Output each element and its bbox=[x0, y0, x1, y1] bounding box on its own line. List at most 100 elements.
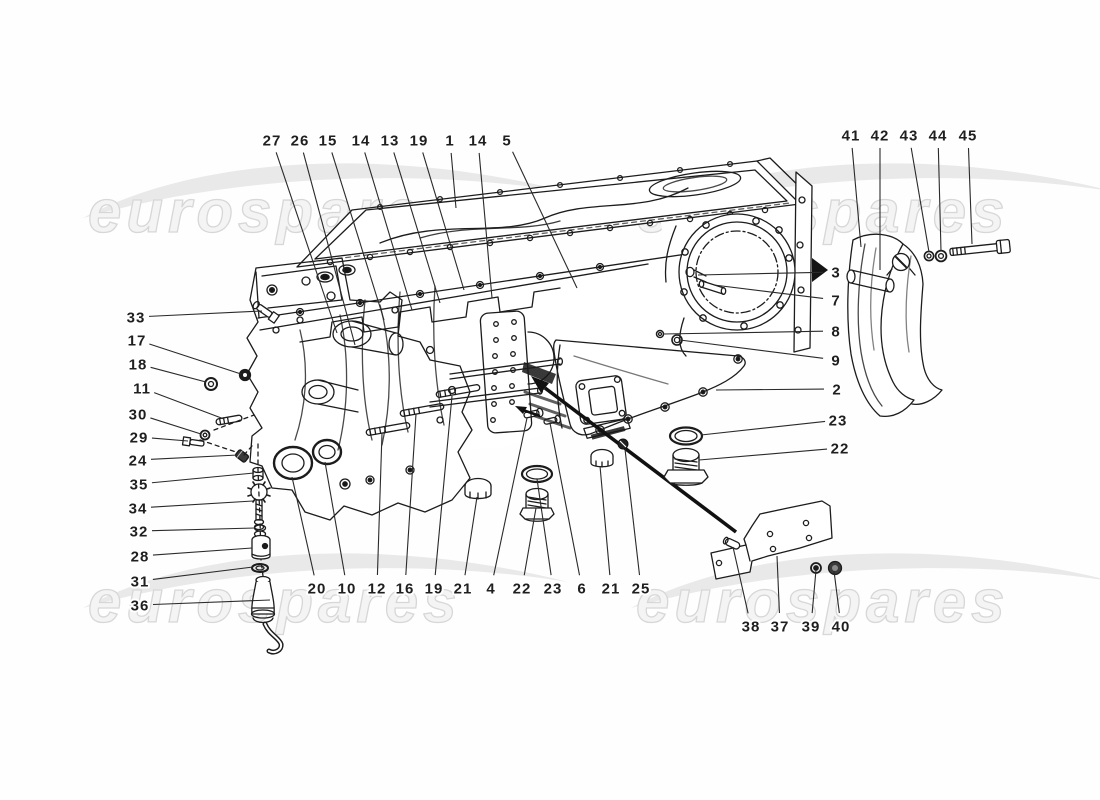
leader-line-35 bbox=[151, 472, 255, 484]
callout-38: 38 bbox=[742, 619, 761, 636]
leader-line-31 bbox=[152, 566, 254, 580]
callout-39: 39 bbox=[802, 619, 821, 636]
callout-15: 15 bbox=[319, 133, 338, 150]
leader-line-39 bbox=[811, 569, 817, 614]
callout-22: 22 bbox=[831, 441, 850, 458]
leader-line-34 bbox=[150, 500, 254, 508]
leader-line-15 bbox=[331, 152, 385, 321]
bolt-33 bbox=[252, 300, 280, 324]
plugs-and-seals bbox=[464, 426, 709, 522]
callout-41: 41 bbox=[842, 128, 861, 145]
leader-line-1 bbox=[450, 152, 457, 209]
callout-43: 43 bbox=[900, 128, 919, 145]
leader-line-37 bbox=[776, 555, 780, 614]
leader-line-9 bbox=[679, 339, 824, 359]
screw-4 bbox=[523, 407, 544, 419]
callout-8: 8 bbox=[831, 324, 840, 341]
leader-line-43 bbox=[910, 147, 930, 253]
callout-44: 44 bbox=[929, 128, 948, 145]
callout-25: 25 bbox=[632, 581, 651, 598]
pin-38 bbox=[722, 536, 741, 550]
callout-35: 35 bbox=[130, 477, 149, 494]
watermark-text: eurospares bbox=[636, 568, 1010, 635]
leader-line-22 bbox=[523, 507, 537, 576]
mounting-studs bbox=[365, 357, 564, 436]
bell-housing bbox=[664, 171, 828, 357]
callout-12: 12 bbox=[368, 581, 387, 598]
watermark: eurospares bbox=[631, 553, 1100, 636]
ring-31 bbox=[251, 563, 269, 573]
leader-line-25 bbox=[624, 448, 641, 576]
callout-40: 40 bbox=[832, 619, 851, 636]
callout-31: 31 bbox=[131, 574, 150, 591]
leader-line-8 bbox=[662, 330, 824, 335]
leader-line-22 bbox=[698, 448, 828, 461]
washer-44 bbox=[934, 249, 948, 263]
bolt-45 bbox=[949, 238, 1011, 257]
watermark-swoosh-icon bbox=[83, 163, 568, 218]
callout-7: 7 bbox=[831, 293, 840, 310]
callout-26: 26 bbox=[291, 133, 310, 150]
leader-line-21 bbox=[599, 465, 611, 576]
callout-10: 10 bbox=[338, 581, 357, 598]
leader-line-13 bbox=[393, 152, 441, 304]
callout-23: 23 bbox=[829, 413, 848, 430]
callout-36: 36 bbox=[131, 598, 150, 615]
leader-line-28 bbox=[152, 547, 253, 556]
leader-line-5 bbox=[512, 151, 578, 289]
leader-line-14 bbox=[364, 152, 413, 311]
stud-7 bbox=[698, 279, 727, 296]
callout-19: 19 bbox=[425, 581, 444, 598]
rail-bolt-bosses bbox=[295, 262, 605, 317]
leader-line-45 bbox=[967, 147, 973, 245]
leader-line-44 bbox=[937, 147, 942, 252]
speedo-gear-34 bbox=[247, 481, 271, 531]
callout-32: 32 bbox=[130, 524, 149, 541]
leader-line-24 bbox=[150, 454, 239, 460]
leader-line-40 bbox=[833, 570, 840, 614]
drawing-masses bbox=[247, 161, 942, 579]
callout-22: 22 bbox=[513, 581, 532, 598]
drain-plug-22b bbox=[519, 487, 555, 522]
leader-line-23 bbox=[536, 478, 552, 576]
leader-line-11 bbox=[153, 392, 225, 420]
left-casting bbox=[215, 257, 473, 521]
callout-19: 19 bbox=[410, 133, 429, 150]
leader-line-21 bbox=[464, 496, 478, 576]
leader-line-26 bbox=[302, 152, 356, 346]
oil-sump-pan bbox=[296, 157, 813, 283]
leader-line-29 bbox=[151, 437, 189, 442]
leader-line-3 bbox=[697, 271, 824, 276]
sensor-36 bbox=[250, 575, 284, 655]
washer-18 bbox=[204, 377, 218, 391]
callout-16: 16 bbox=[396, 581, 415, 598]
callout-24: 24 bbox=[129, 453, 148, 470]
callout-27: 27 bbox=[263, 133, 282, 150]
leader-line-16 bbox=[405, 413, 417, 576]
leader-line-12 bbox=[376, 432, 383, 576]
leader-line-27 bbox=[275, 152, 338, 334]
callout-14: 14 bbox=[469, 133, 488, 150]
callout-18: 18 bbox=[129, 357, 148, 374]
callout-23: 23 bbox=[544, 581, 563, 598]
leader-line-23 bbox=[700, 420, 826, 436]
leader-line-17 bbox=[149, 343, 242, 375]
leader-line-19 bbox=[434, 395, 453, 576]
bracket-assembly bbox=[710, 500, 843, 580]
leader-line-4 bbox=[493, 417, 528, 576]
shield-assembly bbox=[846, 233, 1011, 418]
leader-line-2 bbox=[715, 388, 825, 391]
stud-11 bbox=[215, 414, 243, 426]
tube-42 bbox=[846, 269, 895, 293]
leader-line-10 bbox=[324, 461, 346, 576]
leader-line-36 bbox=[152, 599, 271, 606]
watermark-swoosh-icon bbox=[631, 163, 1100, 218]
leader-line-33 bbox=[148, 310, 263, 317]
washer-43 bbox=[923, 250, 935, 262]
leader-lines bbox=[148, 147, 973, 614]
plug-24 bbox=[234, 449, 250, 463]
callout-4: 4 bbox=[486, 581, 495, 598]
callout-21: 21 bbox=[602, 581, 621, 598]
